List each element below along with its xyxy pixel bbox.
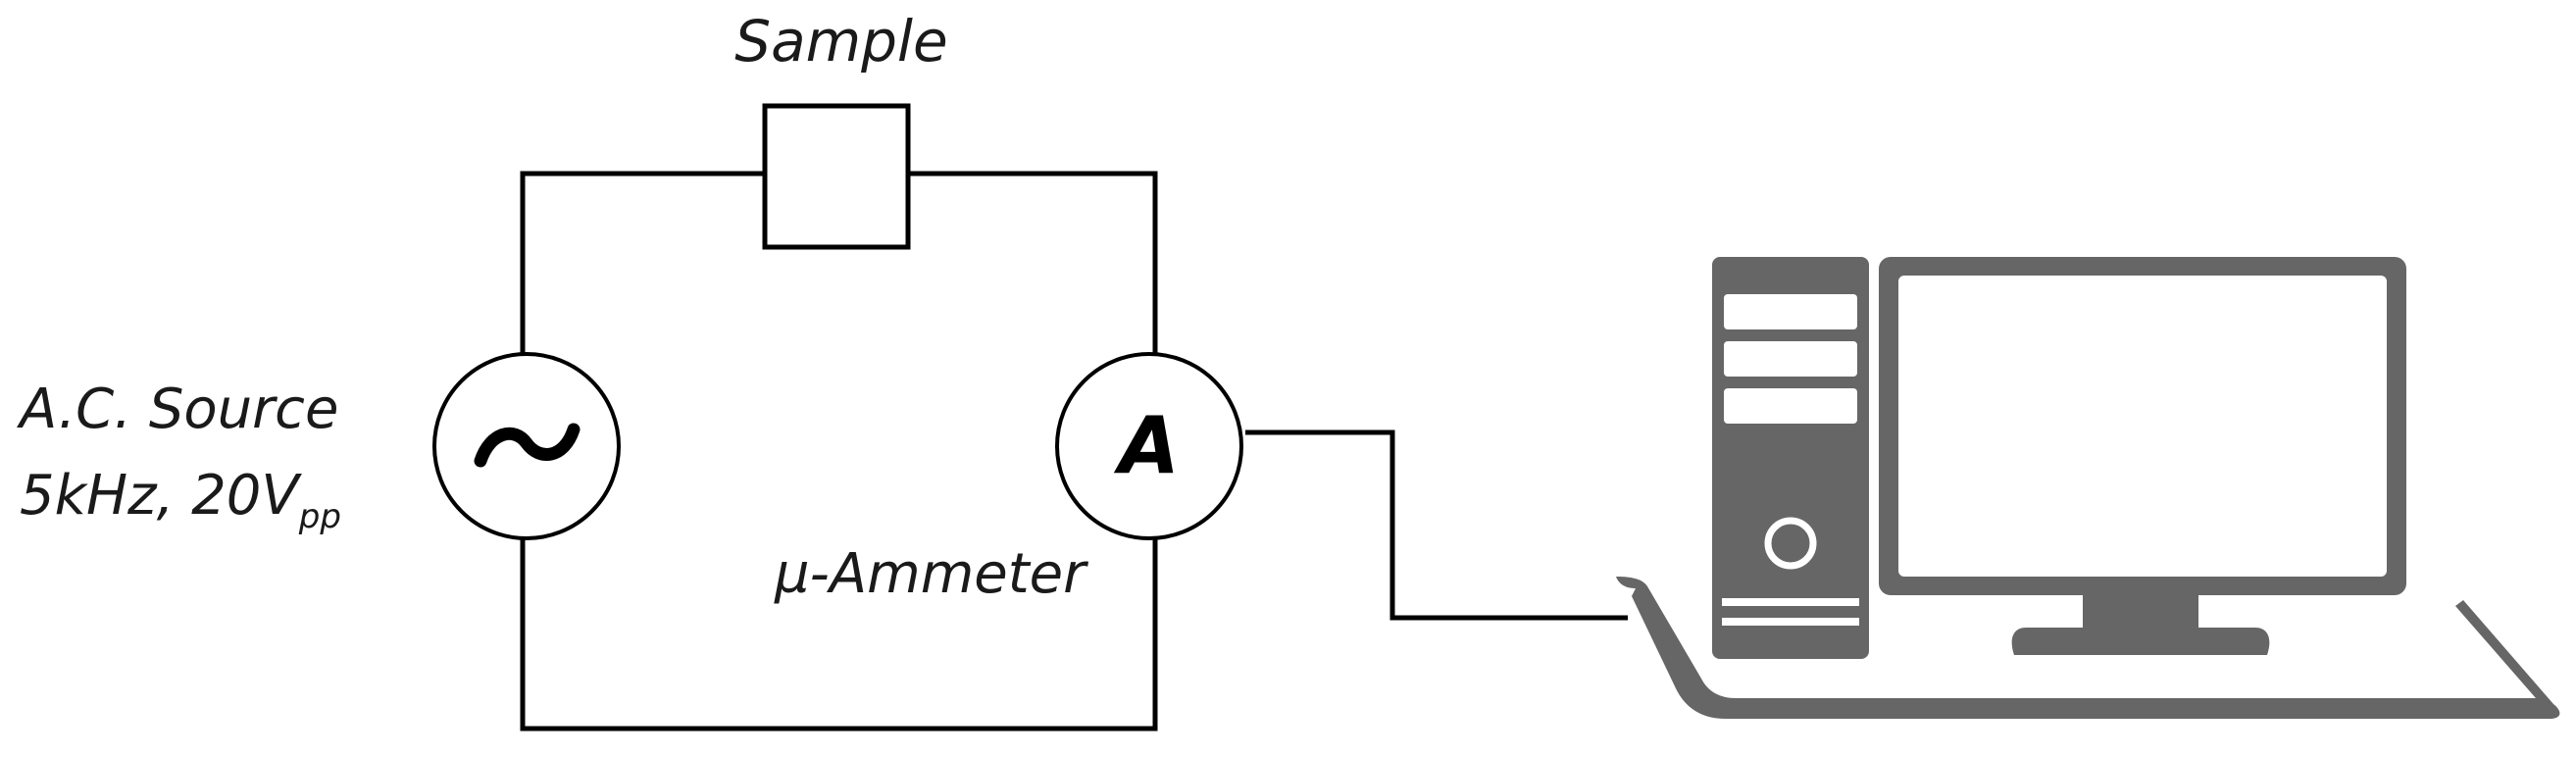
- monitor-stand-icon: [2011, 595, 2270, 655]
- ammeter-letter: A: [1113, 400, 1180, 491]
- tower-vent-1: [1722, 598, 1859, 606]
- tilde-icon: [474, 423, 581, 468]
- sample-box: [762, 103, 911, 250]
- monitor-screen: [1898, 276, 2387, 577]
- ac-source-spec-subscript: pp: [298, 497, 341, 536]
- ammeter-symbol: [1055, 352, 1243, 540]
- drive-bay-3: [1724, 388, 1857, 424]
- drive-bay-2: [1724, 341, 1857, 377]
- wire-top-right: [908, 171, 1158, 353]
- desktop-computer-icon: [1616, 257, 2560, 719]
- sample-label: Sample: [734, 8, 947, 75]
- desk-icon: [1616, 577, 2560, 719]
- ammeter-label: µ-Ammeter: [774, 542, 1088, 606]
- wire-top-left: [520, 171, 765, 358]
- wire-to-computer: [1245, 429, 1628, 621]
- tower-vent-2: [1722, 618, 1859, 626]
- wire-bottom: [520, 534, 1158, 732]
- ac-source-label-line1: A.C. Source: [17, 378, 338, 441]
- circuit-wires: [520, 171, 1628, 732]
- power-button-icon: [1764, 517, 1817, 570]
- drive-bay-1: [1724, 294, 1857, 329]
- ac-source-label-line2: 5kHz, 20Vpp: [20, 464, 341, 536]
- ac-source-spec: 5kHz, 20V: [20, 464, 302, 528]
